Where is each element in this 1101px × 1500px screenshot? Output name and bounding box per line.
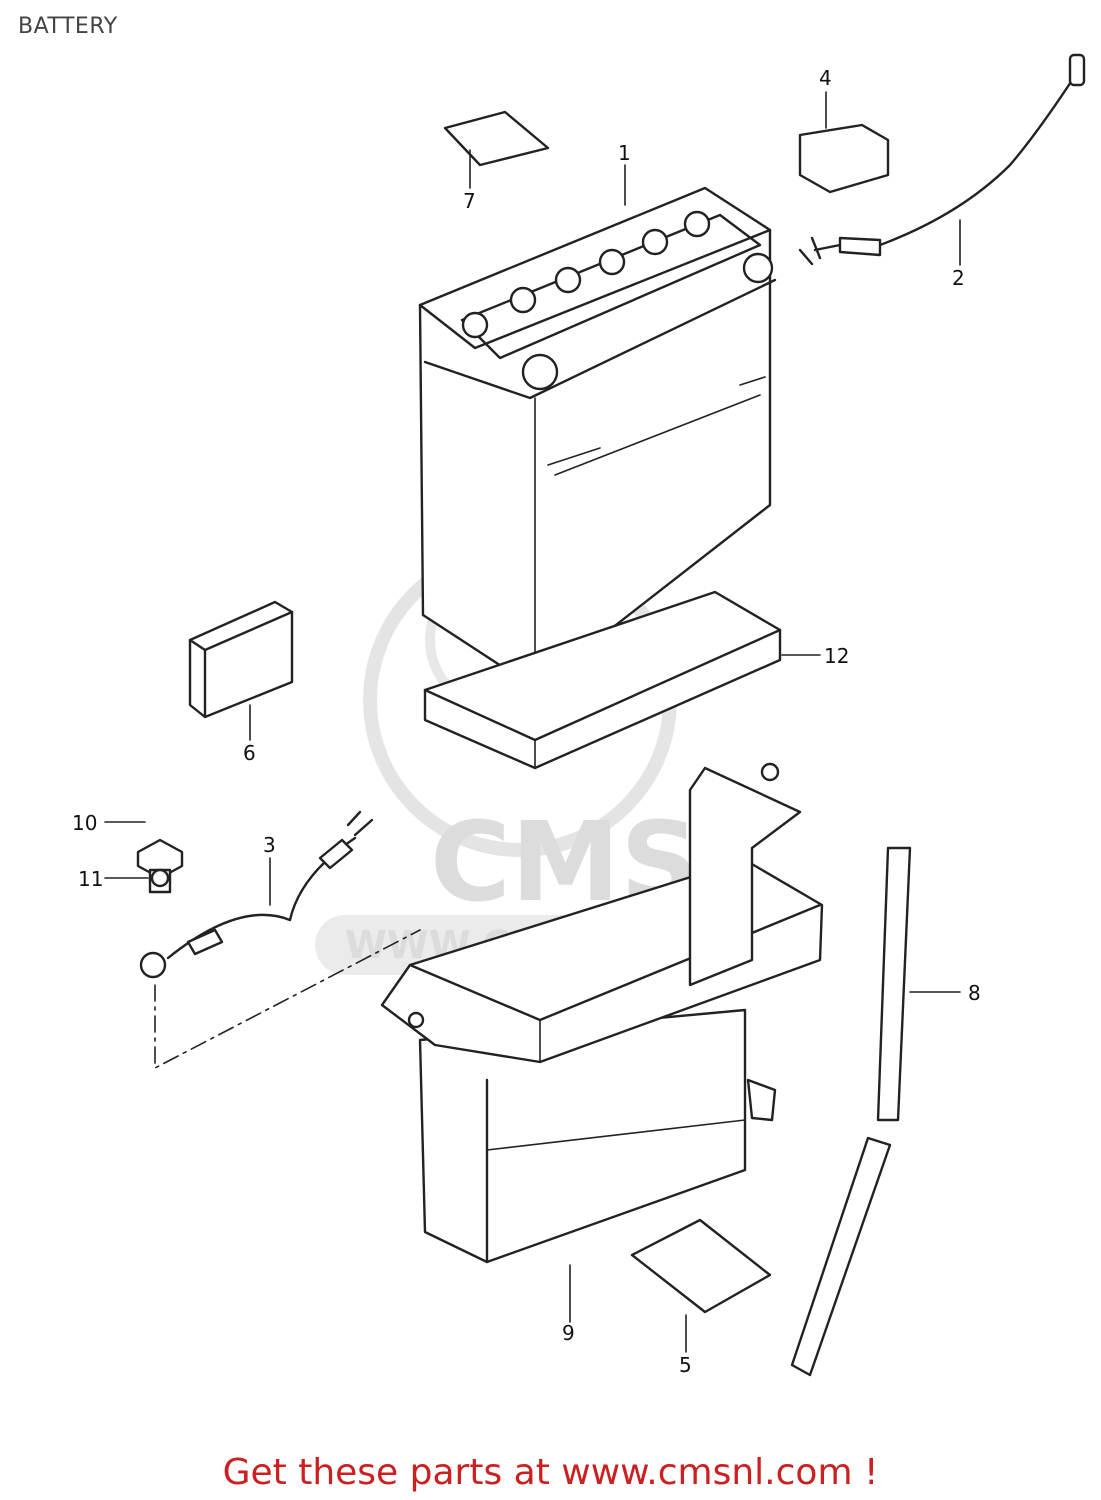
hose-8	[790, 846, 912, 1377]
footer-link[interactable]: Get these parts at www.cmsnl.com !	[222, 1452, 879, 1493]
washer-11	[150, 868, 170, 888]
callout-1: 1	[618, 141, 631, 165]
cable-3	[139, 810, 374, 979]
callout-8: 8	[968, 981, 981, 1005]
plate-7	[443, 110, 550, 167]
callout-3: 3	[263, 833, 276, 857]
page-title: BATTERY	[18, 14, 118, 39]
cable-2	[798, 53, 1086, 266]
block-6	[188, 600, 294, 719]
battery-case	[380, 762, 824, 1264]
terminal-cap	[798, 123, 890, 194]
callout-5: 5	[679, 1353, 692, 1377]
callout-9: 9	[562, 1321, 575, 1345]
callout-labels: 1 2 3 4 5 6 7 8 9 10 11 12	[72, 66, 981, 1377]
assembly-line	[154, 929, 421, 1070]
battery	[418, 186, 777, 690]
callout-2: 2	[952, 266, 965, 290]
callout-4: 4	[819, 66, 832, 90]
callout-7: 7	[463, 189, 476, 213]
leader-lines	[104, 91, 961, 1353]
callout-10: 10	[72, 811, 97, 835]
callout-6: 6	[243, 741, 256, 765]
callout-12: 12	[824, 644, 849, 668]
callout-11: 11	[78, 867, 103, 891]
plate-5	[630, 1218, 772, 1314]
battery-pad	[423, 590, 782, 770]
